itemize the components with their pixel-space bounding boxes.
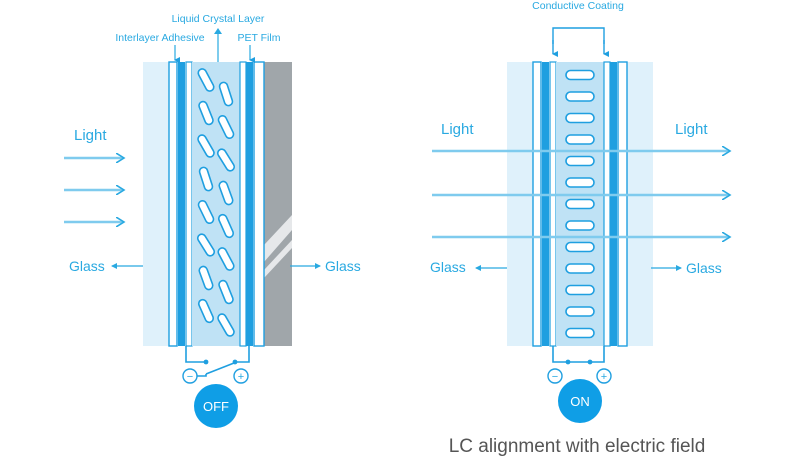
film-white [603, 61, 611, 347]
liquid-crystal-random [217, 313, 235, 337]
glass-outer-left [143, 62, 169, 346]
film-blue [178, 62, 185, 346]
liquid-crystal-aligned [565, 91, 595, 102]
label-glass-right: Glass [686, 260, 722, 276]
liquid-crystal-random [198, 100, 214, 126]
film-white [549, 61, 557, 347]
film-white [532, 61, 542, 347]
film-white [617, 61, 628, 347]
open-switch-lever [205, 362, 235, 375]
plus-terminal-icon [233, 368, 249, 384]
film-white [168, 61, 178, 347]
liquid-crystal-aligned [565, 263, 595, 274]
off-switch-button[interactable] [194, 384, 238, 428]
label-light-out: Light [675, 121, 708, 138]
label-glass-left: Glass [69, 258, 105, 274]
film-blue [610, 62, 617, 346]
label-interlayer-adhesive: Interlayer Adhesive [115, 32, 204, 44]
glass-reflection [264, 215, 292, 262]
liquid-crystal-random [197, 298, 215, 324]
film-white [185, 61, 193, 347]
liquid-crystal-aligned [565, 177, 595, 188]
switch-node [203, 359, 209, 365]
label-light: Light [74, 127, 107, 144]
film-white [239, 61, 247, 347]
liquid-crystal-aligned [565, 112, 595, 124]
liquid-crystal-aligned [565, 155, 595, 167]
liquid-crystals-random [196, 68, 236, 337]
switch-node [565, 359, 571, 365]
on-switch-button[interactable] [558, 379, 602, 423]
liquid-crystals-aligned [565, 69, 595, 339]
liquid-crystal-random [197, 68, 215, 92]
liquid-crystal-aligned [565, 327, 595, 339]
arrow-up-icon [214, 28, 222, 34]
liquid-crystal-random [217, 115, 235, 139]
liquid-crystal-random [198, 265, 214, 291]
minus-terminal-icon [547, 368, 563, 384]
label-liquid-crystal-layer: Liquid Crystal Layer [172, 13, 265, 25]
minus-symbol: − [187, 371, 193, 383]
label-pet-film: PET Film [238, 32, 281, 44]
liquid-crystal-random [197, 134, 215, 158]
label-conductive-coating: Conductive Coating [532, 0, 624, 12]
minus-symbol: − [552, 371, 558, 383]
liquid-crystal-random [218, 81, 234, 107]
liquid-crystal-aligned [565, 284, 595, 296]
caption: LC alignment with electric field [449, 436, 706, 457]
glass-reflection [264, 240, 292, 278]
plus-symbol: + [238, 371, 244, 383]
label-glass-right: Glass [325, 258, 361, 274]
liquid-crystal-random [216, 148, 236, 172]
liquid-crystal-random [198, 166, 214, 192]
on-switch-label: ON [570, 394, 590, 409]
glass-outer-right [627, 62, 653, 346]
liquid-crystal-aligned [565, 306, 595, 317]
film-blue [246, 62, 253, 346]
liquid-crystal-random [218, 180, 234, 206]
liquid-crystal-aligned [565, 241, 595, 253]
liquid-crystal-aligned [565, 220, 595, 231]
on-panel: Conductive Coating Light Light Glass Gla… [430, 0, 729, 457]
liquid-crystal-random [217, 247, 235, 271]
label-glass-left: Glass [430, 259, 466, 275]
circuit-wire [185, 346, 206, 363]
film-white [253, 61, 265, 347]
circuit-wire [552, 346, 605, 363]
glass-outer-left [507, 62, 533, 346]
liquid-crystal-random [217, 213, 235, 239]
glass-outer-right-gray [264, 62, 292, 346]
off-panel: Liquid Crystal Layer Interlayer Adhesive… [64, 13, 361, 428]
plus-symbol: + [601, 371, 607, 383]
minus-terminal-icon [182, 368, 198, 384]
liquid-crystal-random [218, 279, 234, 305]
switch-node [587, 359, 593, 365]
circuit-wire [235, 346, 250, 363]
coating-bracket [552, 27, 605, 44]
film-blue [542, 62, 549, 346]
liquid-crystal-aligned [565, 134, 595, 145]
label-light-in: Light [441, 121, 474, 138]
plus-terminal-icon [596, 368, 612, 384]
liquid-crystal-aligned [565, 69, 595, 81]
liquid-crystal-aligned [565, 198, 595, 210]
liquid-crystal-random [197, 200, 215, 224]
liquid-crystal-random [196, 233, 216, 257]
off-switch-label: OFF [203, 399, 229, 414]
